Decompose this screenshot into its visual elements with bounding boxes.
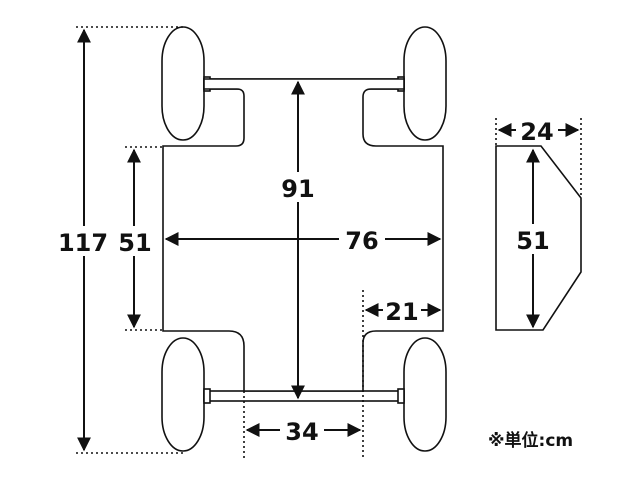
label-side-depth: 51 — [118, 229, 151, 257]
label-side-view-width: 24 — [520, 118, 553, 146]
axle-rear — [203, 390, 405, 402]
label-wheelbase: 91 — [281, 175, 314, 203]
chassis-outline — [162, 78, 444, 392]
label-side-view-height: 51 — [516, 227, 549, 255]
unit-note: ※単位:cm — [488, 430, 573, 451]
wheel-top-right — [403, 26, 447, 141]
label-rear-offset: 21 — [385, 298, 418, 326]
wheel-top-left — [161, 26, 205, 141]
hub-bottom-left — [203, 388, 211, 404]
dimension-lines: 117 51 91 76 21 34 — [58, 26, 442, 458]
side-view: 24 51 — [495, 115, 582, 331]
label-axle-segment: 34 — [285, 418, 318, 446]
wheel-bottom-left — [161, 337, 205, 452]
wheel-bottom-right — [403, 337, 447, 452]
hub-bottom-right — [397, 388, 405, 404]
label-body-width: 76 — [345, 227, 378, 255]
label-total-length: 117 — [58, 229, 108, 257]
